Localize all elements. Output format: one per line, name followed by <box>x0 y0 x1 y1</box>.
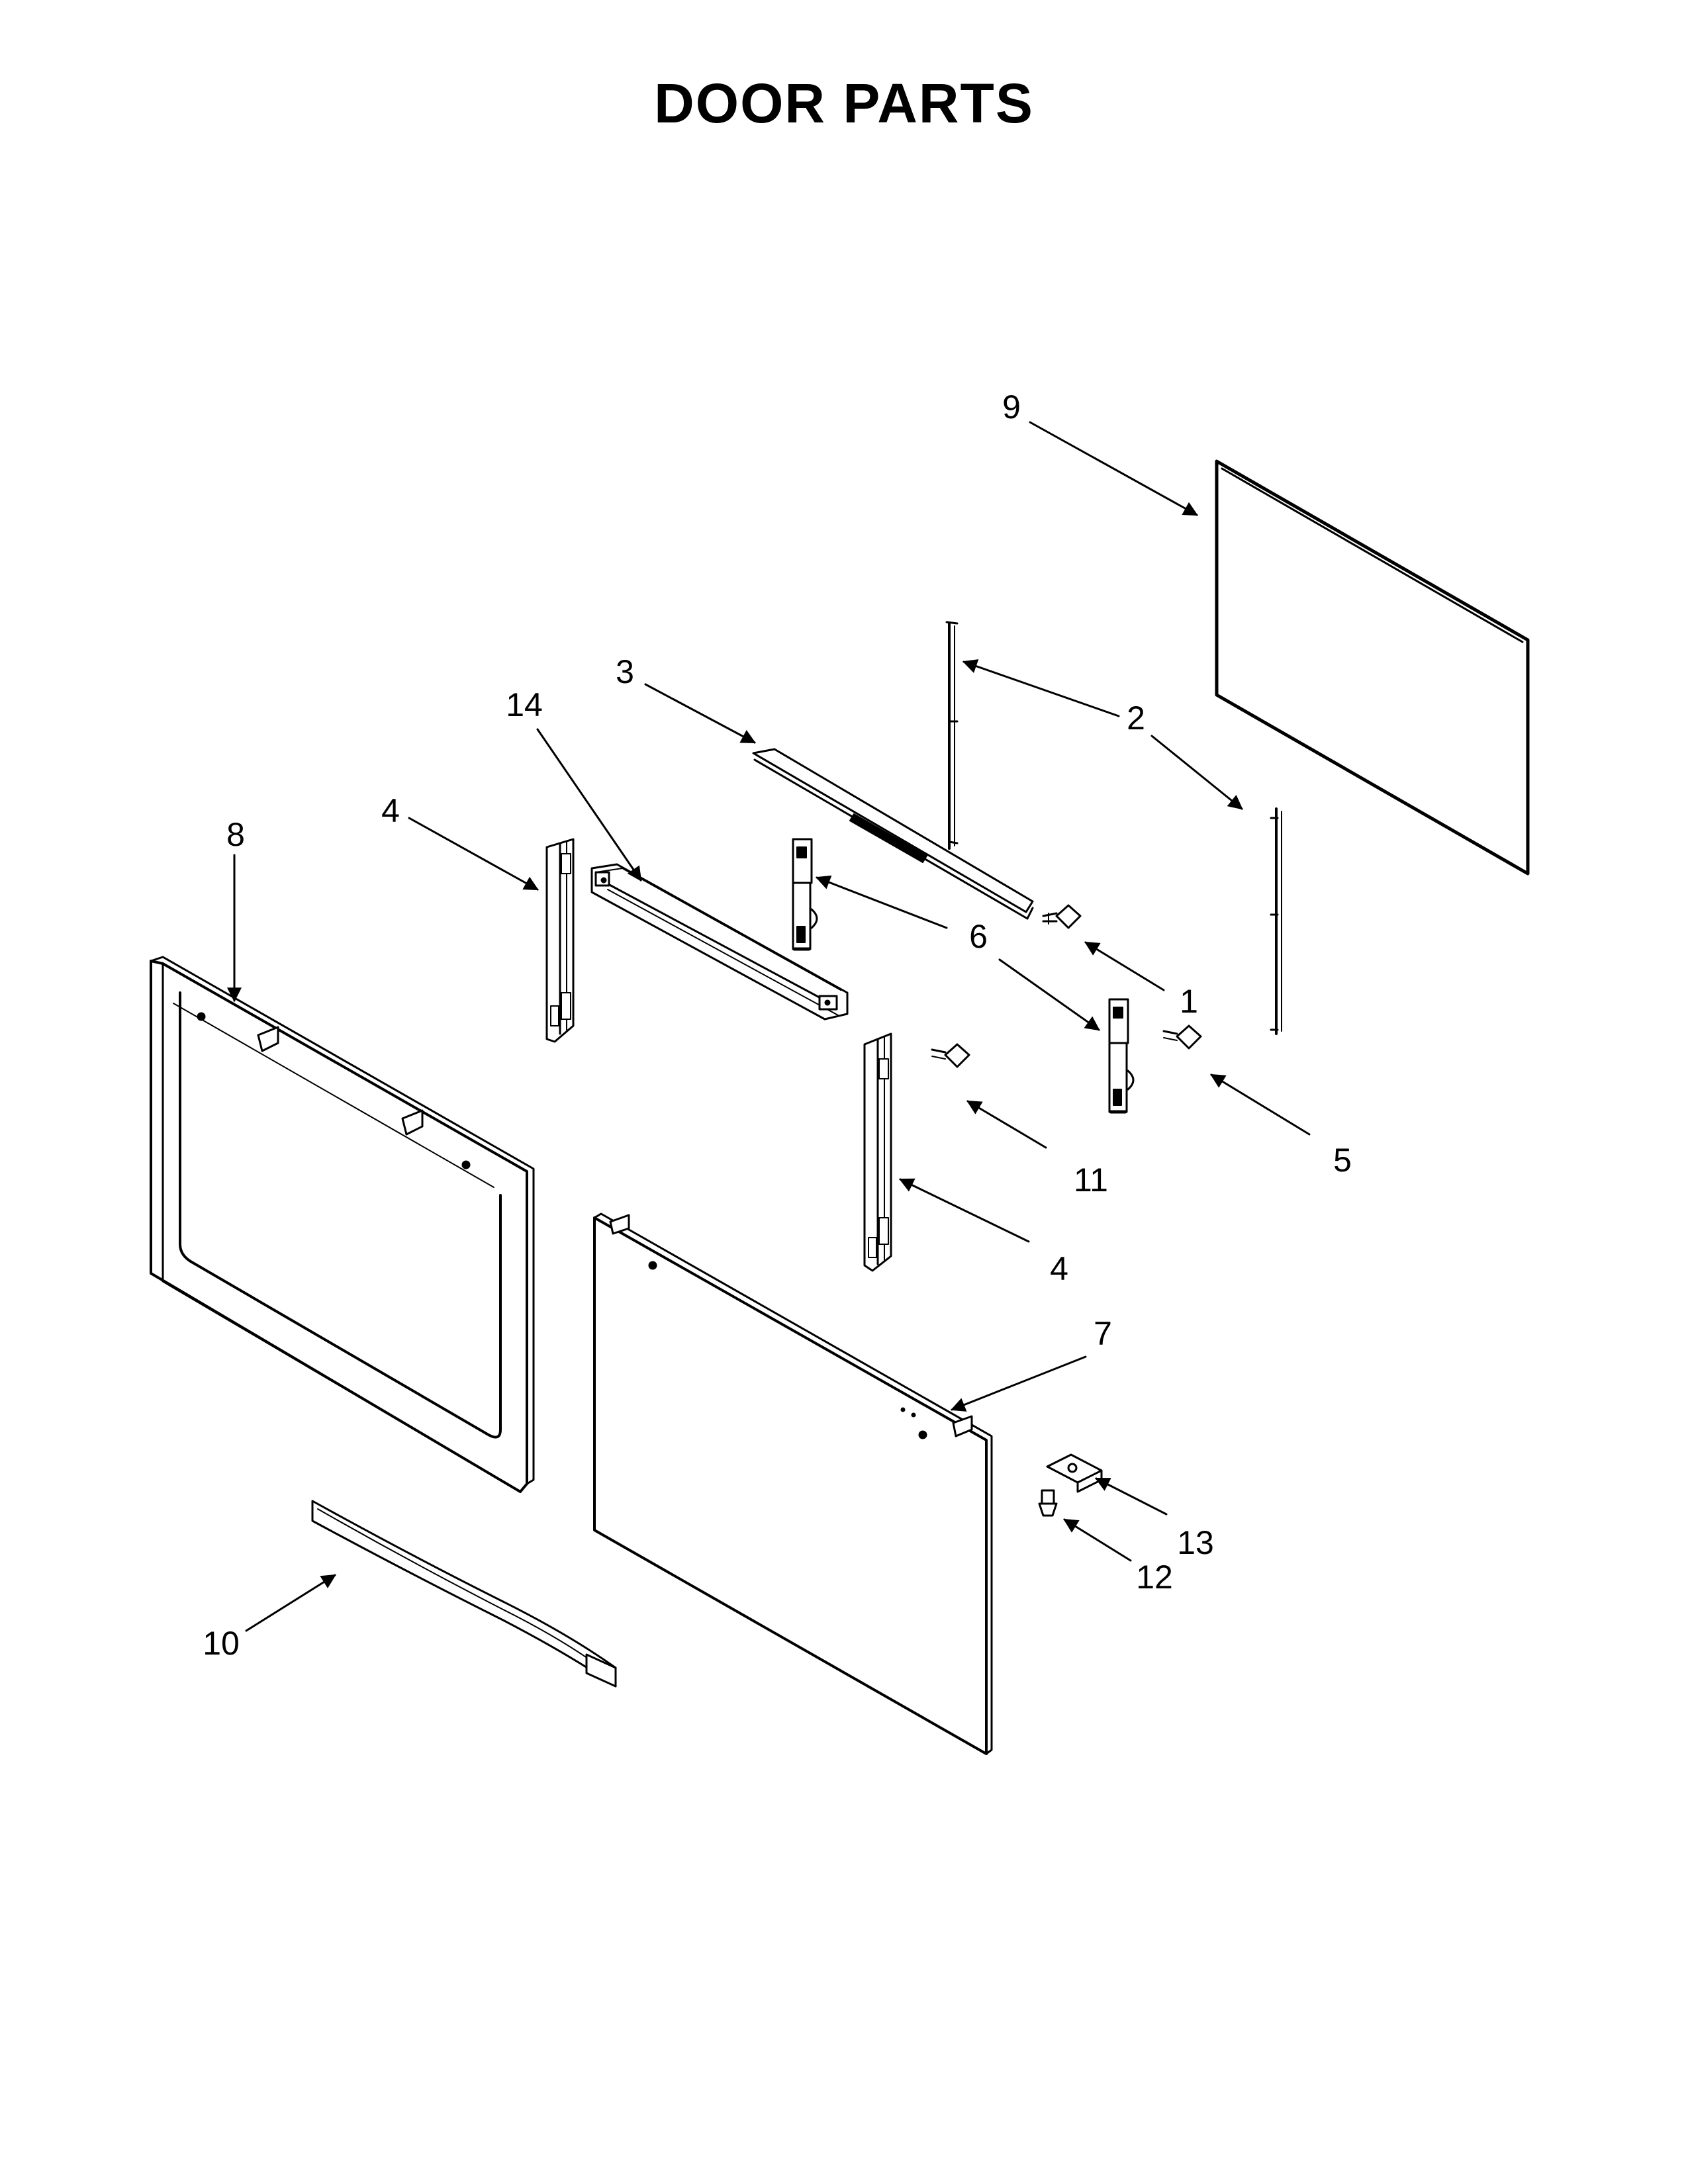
part-1-screw <box>1042 904 1082 929</box>
part-14-top-channel <box>590 863 849 1021</box>
leader-3 <box>644 683 756 744</box>
callout-8: 8 <box>226 816 245 853</box>
callout-11: 11 <box>1074 1161 1108 1199</box>
leader-14 <box>536 728 642 882</box>
leader-2b <box>1150 735 1243 810</box>
leader-9 <box>1029 421 1198 516</box>
part-2-left-spacer <box>945 621 959 850</box>
part-3-top-trim <box>752 748 1034 920</box>
part-12-bumper <box>1038 1489 1058 1517</box>
callout-2: 2 <box>1127 700 1145 737</box>
callout-4a: 4 <box>381 792 400 829</box>
callout-9: 9 <box>1002 388 1021 426</box>
part-5-screw <box>1162 1024 1202 1050</box>
callout-3: 3 <box>616 653 634 690</box>
callout-12: 12 <box>1136 1559 1173 1596</box>
part-6-hinge-lower <box>1108 998 1135 1114</box>
part-8-inner-door <box>150 956 535 1493</box>
part-9-rear-glass <box>1215 459 1530 876</box>
leader-lines <box>227 421 1311 1632</box>
leader-5 <box>1210 1073 1311 1136</box>
callout-6: 6 <box>969 918 988 955</box>
part-4-right-channel <box>863 1032 892 1272</box>
leader-10 <box>245 1574 336 1632</box>
leader-1 <box>1084 941 1165 991</box>
leader-12 <box>1063 1518 1132 1562</box>
leader-13 <box>1095 1477 1168 1516</box>
callout-7: 7 <box>1094 1315 1112 1352</box>
part-11-screw <box>931 1043 970 1068</box>
leader-6a <box>815 875 948 929</box>
page-title: DOOR PARTS <box>654 72 1034 134</box>
callout-5: 5 <box>1333 1142 1352 1179</box>
leader-7 <box>950 1355 1087 1412</box>
callout-4b: 4 <box>1050 1250 1068 1287</box>
callout-14: 14 <box>506 686 543 723</box>
leader-4a <box>408 817 539 891</box>
part-7-outer-door <box>593 1212 993 1755</box>
part-6-hinge-upper <box>792 838 818 951</box>
part-4-left-channel <box>545 838 575 1043</box>
part-13-bracket <box>1046 1453 1103 1493</box>
callout-1: 1 <box>1180 983 1198 1020</box>
callout-10: 10 <box>203 1625 240 1662</box>
leader-11 <box>966 1100 1047 1149</box>
callout-13: 13 <box>1177 1524 1214 1561</box>
leader-4b <box>899 1178 1030 1243</box>
callout-labels: 9 3 14 2 8 4 6 1 11 5 4 7 13 12 10 <box>203 388 1352 1662</box>
part-2-right-spacer <box>1270 807 1282 1035</box>
leader-6b <box>998 958 1100 1031</box>
leader-2a <box>962 659 1120 717</box>
part-10-handle <box>311 1500 617 1688</box>
